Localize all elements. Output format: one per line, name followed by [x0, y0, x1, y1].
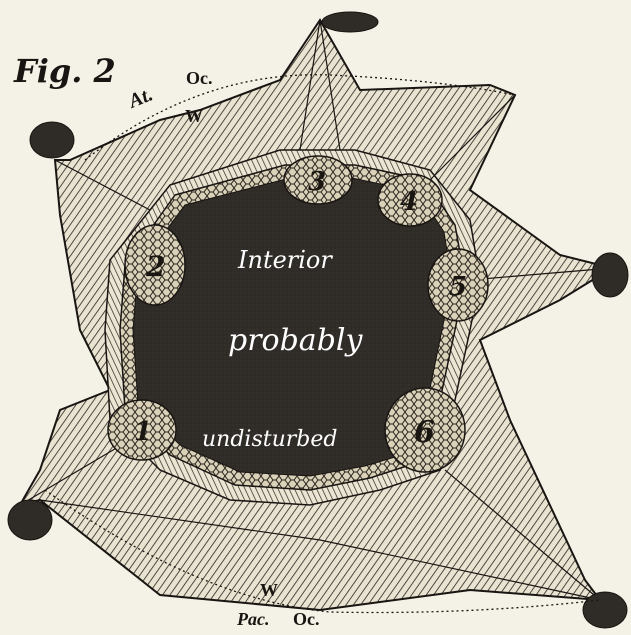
chamber-2: 2	[125, 225, 185, 305]
interior-text-line-2: probably	[228, 323, 363, 358]
chamber-1: 1	[108, 400, 176, 460]
tuft-bottom-left	[8, 500, 52, 540]
tuft-bottom-right	[583, 592, 627, 628]
label-w-top: W	[185, 106, 203, 126]
chamber-3: 3	[284, 156, 352, 204]
label-oc-top: Oc.	[186, 68, 213, 88]
label-pac: Pac.	[236, 609, 269, 629]
chamber-2-label: 2	[145, 250, 165, 283]
chamber-4-label: 4	[400, 187, 418, 217]
tuft-left	[30, 122, 74, 158]
chamber-5-label: 5	[449, 272, 467, 302]
label-oc-bottom: Oc.	[293, 609, 320, 629]
figure-title: Fig. 2	[13, 52, 116, 90]
label-w-bottom: W	[260, 580, 278, 600]
chamber-6-label: 6	[414, 415, 435, 450]
chamber-6: 6	[385, 388, 465, 472]
label-at: At.	[124, 83, 156, 113]
tuft-right	[592, 253, 628, 297]
chamber-3-label: 3	[308, 167, 326, 197]
interior-text-line-1: Interior	[237, 246, 333, 274]
tuft-top	[322, 12, 378, 32]
interior-text-line-3: undisturbed	[202, 427, 337, 452]
chamber-5: 5	[428, 249, 488, 321]
chamber-1-label: 1	[134, 417, 152, 447]
chamber-4: 4	[378, 174, 442, 226]
